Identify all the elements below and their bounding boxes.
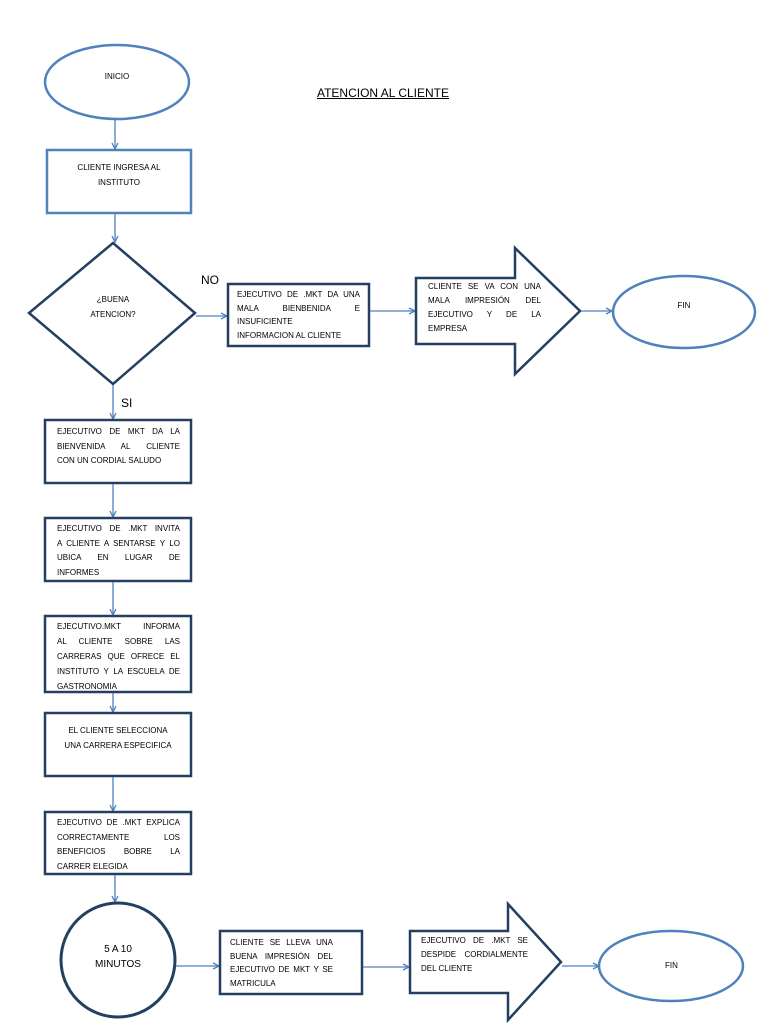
box-text-line: AL CLIENTE SOBRE LAS bbox=[57, 637, 180, 646]
block-arrow-cliente-se-va bbox=[414, 245, 582, 377]
decision-diamond bbox=[27, 241, 197, 386]
bienvenida-label: EJECUTIVO DE MKT DA LA BIENVENIDA AL CLI… bbox=[57, 425, 180, 469]
end-ellipse-2 bbox=[597, 929, 745, 1003]
mala-bienvenida-label: EJECUTIVO DE .MKT DA UNA MALA BIENBENIDA… bbox=[237, 288, 360, 343]
box-text-line: EL CLIENTE SELECCIONA bbox=[68, 726, 168, 735]
box-text-line: DESPIDE CORDIALMENTE bbox=[421, 950, 528, 959]
box-text-line: CLIENTE SE VA CON UNA bbox=[428, 282, 541, 291]
process-box-informa bbox=[43, 614, 193, 694]
box-text-line: EJECUTIVO DE .MKT DA UNA bbox=[237, 290, 360, 299]
box-text-line: ¿BUENA bbox=[96, 295, 130, 304]
box-text-line: CARRERAS QUE OFRECE EL bbox=[57, 652, 180, 661]
start-ellipse bbox=[43, 43, 191, 121]
box-text-line: CLIENTE SE LLEVA UNA bbox=[230, 938, 333, 947]
process-box-matricula bbox=[218, 929, 364, 996]
invita-label: EJECUTIVO DE .MKT INVITA A CLIENTE A SEN… bbox=[57, 522, 180, 581]
box-text-line: CON UN CORDIAL SALUDO bbox=[57, 456, 162, 465]
box-text-line: CARRER ELEGIDA bbox=[57, 861, 128, 871]
process-box-selecciona bbox=[43, 711, 193, 778]
box-text-line: BUENA IMPRESIÓN DEL bbox=[230, 951, 333, 961]
process-box-explica bbox=[43, 810, 193, 876]
box-text-line: EJECUTIVO DE MKT Y SE bbox=[230, 965, 333, 974]
process-box-bienvenida bbox=[43, 418, 193, 485]
box-text-line: EJECUTIVO DE MKT DA LA bbox=[57, 427, 180, 436]
box-text-line: MATRICULA bbox=[230, 978, 276, 988]
process-box-mala-bienvenida bbox=[226, 282, 371, 348]
box-text-line: INSTITUTO Y LA ESCUELA DE bbox=[57, 667, 180, 676]
time-circle bbox=[59, 901, 177, 1019]
box-text-line: INSTITUTO bbox=[97, 178, 141, 187]
matricula-label: CLIENTE SE LLEVA UNA BUENA IMPRESIÓN DEL… bbox=[230, 936, 333, 990]
box-text-line: EJECUTIVO DE .MKT INVITA bbox=[57, 524, 180, 533]
box-text-line: 5 A 10 bbox=[104, 944, 132, 955]
diagram-title: ATENCION AL CLIENTE bbox=[316, 86, 450, 100]
box-text-line: EJECUTIVO.MKT INFORMA bbox=[57, 622, 180, 631]
branch-label-no: NO bbox=[201, 273, 219, 287]
box-text-line: MINUTOS bbox=[95, 959, 141, 970]
start-label: INICIO bbox=[104, 72, 130, 81]
box-text-line: CLIENTE INGRESA AL bbox=[77, 163, 161, 172]
box-text-line: EJECUTIVO Y DE LA bbox=[428, 310, 541, 319]
box-text-line: MALA BIENBENIDA E bbox=[237, 303, 360, 313]
decision-label: ¿BUENA ATENCION? bbox=[63, 292, 163, 322]
box-text-line: CORRECTAMENTE LOS bbox=[57, 832, 180, 842]
box-text-line: INSUFICIENTE bbox=[237, 317, 293, 327]
end-label-1: FIN bbox=[677, 301, 691, 310]
box-text-line: A CLIENTE A SENTARSE Y LO bbox=[57, 538, 180, 548]
selecciona-label: EL CLIENTE SELECCIONA UNA CARRERA ESPECI… bbox=[45, 723, 191, 753]
box-text-line: GASTRONOMIA bbox=[57, 682, 118, 691]
explica-label: EJECUTIVO DE .MKT EXPLICA CORRECTAMENTE … bbox=[57, 816, 180, 874]
box-text-line: BIENVENIDA AL CLIENTE bbox=[57, 441, 180, 451]
box-text-line: INFORMES bbox=[57, 568, 100, 578]
box-text-line: DEL CLIENTE bbox=[421, 964, 473, 973]
box-text-line: BENEFICIOS BOBRE LA bbox=[57, 847, 180, 856]
box-text-line: UBICA EN LUGAR DE bbox=[57, 553, 180, 563]
box-text-line: ATENCION? bbox=[90, 310, 136, 319]
box-text-line: UNA CARRERA ESPECIFICA bbox=[64, 741, 172, 750]
despide-label: EJECUTIVO DE .MKT SE DESPIDE CORDIALMENT… bbox=[421, 934, 528, 976]
box-text-line: INFORMACION AL CLIENTE bbox=[237, 331, 342, 341]
branch-label-si: SI bbox=[121, 396, 133, 410]
time-label: 5 A 10 MINUTOS bbox=[68, 942, 168, 972]
box-text-line: EJECUTIVO DE .MKT EXPLICA bbox=[57, 818, 180, 827]
cliente-se-va-label: CLIENTE SE VA CON UNA MALA IMPRESIÓN DEL… bbox=[428, 280, 541, 336]
end-ellipse-1 bbox=[611, 274, 757, 350]
process-box-invita bbox=[43, 516, 193, 583]
box-text-line: MALA IMPRESIÓN DEL bbox=[428, 296, 541, 305]
box-text-line: EMPRESA bbox=[428, 324, 468, 333]
end-label-2: FIN bbox=[665, 961, 678, 970]
ingresa-label: CLIENTE INGRESA AL INSTITUTO bbox=[47, 160, 191, 190]
box-text-line: EJECUTIVO DE .MKT SE bbox=[421, 936, 528, 945]
process-box-ingresa bbox=[45, 148, 193, 215]
block-arrow-despide bbox=[408, 900, 563, 1024]
informa-label: EJECUTIVO.MKT INFORMA AL CLIENTE SOBRE L… bbox=[57, 619, 180, 694]
